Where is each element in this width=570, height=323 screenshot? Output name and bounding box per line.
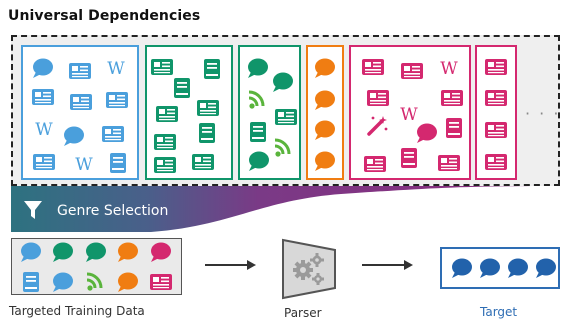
speech-bubble-icon (315, 58, 335, 78)
arrow-to-target (362, 260, 413, 270)
speech-bubble-icon (151, 242, 171, 262)
newspaper-icon (70, 94, 92, 110)
wikipedia-icon: W (440, 59, 458, 79)
newspaper-icon (69, 63, 91, 79)
newspaper-icon (441, 90, 463, 106)
targeted-training-data-label: Targeted Training Data (9, 304, 145, 318)
newspaper-icon (106, 92, 128, 108)
genre-selection-banner (11, 186, 560, 232)
speech-bubble-icon (64, 126, 84, 146)
speech-bubble-icon (315, 90, 335, 110)
newspaper-icon (362, 59, 384, 75)
rss-icon (86, 272, 103, 291)
parser-label: Parser (284, 306, 322, 320)
rss-icon (248, 90, 265, 109)
speech-bubble-icon (315, 151, 335, 171)
newspaper-icon (151, 59, 173, 75)
rss-icon (274, 138, 291, 157)
speech-bubble-icon (53, 272, 73, 292)
arrow-to-parser (205, 260, 256, 270)
wikipedia-icon: W (400, 105, 418, 125)
speech-bubble-icon (315, 120, 335, 140)
speech-bubble-icon (118, 242, 138, 262)
book-icon (110, 153, 126, 173)
newspaper-icon (485, 59, 507, 75)
book-icon (446, 118, 462, 138)
newspaper-icon (192, 154, 214, 170)
page-title: Universal Dependencies (8, 8, 201, 24)
speech-bubble-icon (536, 258, 556, 278)
newspaper-icon (364, 156, 386, 172)
newspaper-icon (485, 154, 507, 170)
newspaper-icon (156, 106, 178, 122)
speech-bubble-icon (118, 272, 138, 292)
speech-bubble-icon (480, 258, 500, 278)
book-icon (250, 122, 266, 142)
speech-bubble-icon (21, 242, 41, 262)
newspaper-icon (102, 126, 124, 142)
newspaper-icon (485, 122, 507, 138)
genre-selection-label: Genre Selection (57, 203, 169, 219)
newspaper-icon (154, 157, 176, 173)
speech-bubble-icon (452, 258, 472, 278)
newspaper-icon (197, 100, 219, 116)
parser-icon (282, 238, 336, 300)
more-genres-ellipsis: · · · (525, 104, 561, 123)
newspaper-icon (33, 154, 55, 170)
wikipedia-icon: W (35, 120, 53, 140)
speech-bubble-icon (273, 72, 293, 92)
newspaper-icon (485, 90, 507, 106)
filter-icon (24, 201, 42, 219)
newspaper-icon (275, 109, 297, 125)
speech-bubble-icon (249, 151, 269, 171)
book-icon (174, 78, 190, 98)
newspaper-icon (401, 63, 423, 79)
newspaper-icon (32, 89, 54, 105)
newspaper-icon (150, 274, 172, 290)
speech-bubble-icon (248, 58, 268, 78)
speech-bubble-icon (53, 242, 73, 262)
speech-bubble-icon (508, 258, 528, 278)
speech-bubble-icon (33, 58, 53, 78)
wikipedia-icon: W (75, 155, 93, 175)
target-label: Target (480, 305, 518, 319)
book-icon (199, 123, 215, 143)
newspaper-icon (367, 90, 389, 106)
newspaper-icon (154, 134, 176, 150)
book-icon (204, 59, 220, 79)
speech-bubble-icon (86, 242, 106, 262)
book-icon (23, 272, 39, 292)
newspaper-icon (438, 155, 460, 171)
magic-wand-icon (367, 116, 388, 136)
speech-bubble-icon (417, 123, 437, 143)
wikipedia-icon: W (107, 59, 125, 79)
book-icon (401, 148, 417, 168)
